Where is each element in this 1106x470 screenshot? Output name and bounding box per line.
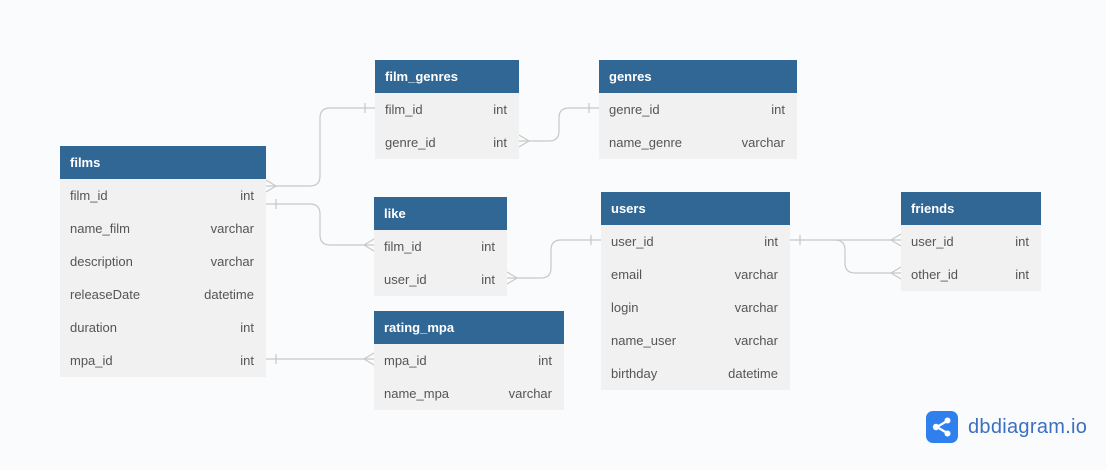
field-row[interactable]: description varchar bbox=[60, 245, 266, 278]
field-type: int bbox=[493, 102, 507, 117]
field-type: int bbox=[1015, 267, 1029, 282]
table-header[interactable]: friends bbox=[901, 192, 1041, 225]
field-row[interactable]: birthday datetime bbox=[601, 357, 790, 390]
field-name: user_id bbox=[611, 234, 654, 249]
field-row[interactable]: genre_id int bbox=[375, 126, 519, 159]
table-header[interactable]: films bbox=[60, 146, 266, 179]
field-name: description bbox=[70, 254, 133, 269]
field-name: film_id bbox=[70, 188, 108, 203]
field-type: varchar bbox=[734, 333, 778, 348]
field-type: int bbox=[764, 234, 778, 249]
field-row[interactable]: releaseDate datetime bbox=[60, 278, 266, 311]
table-header[interactable]: like bbox=[374, 197, 507, 230]
table-users[interactable]: users user_id int email varchar login varch… bbox=[601, 192, 790, 390]
field-type: varchar bbox=[210, 254, 254, 269]
field-row[interactable]: film_id int bbox=[60, 179, 266, 212]
relation-users-friends-user-id[interactable] bbox=[790, 233, 902, 247]
field-name: genre_id bbox=[385, 135, 436, 150]
relation-films-like[interactable] bbox=[266, 199, 375, 252]
relation-films-rating-mpa[interactable] bbox=[266, 352, 375, 366]
field-name: releaseDate bbox=[70, 287, 141, 302]
table-genres[interactable]: genres genre_id int name_genre varchar bbox=[599, 60, 797, 159]
field-type: datetime bbox=[204, 287, 254, 302]
field-row[interactable]: user_id int bbox=[601, 225, 790, 258]
field-type: int bbox=[771, 102, 785, 117]
field-type: int bbox=[240, 188, 254, 203]
field-row[interactable]: login varchar bbox=[601, 291, 790, 324]
table-header[interactable]: rating_mpa bbox=[374, 311, 564, 344]
field-type: int bbox=[481, 272, 495, 287]
share-nodes-icon bbox=[926, 411, 958, 443]
table-header[interactable]: genres bbox=[599, 60, 797, 93]
field-name: film_id bbox=[384, 239, 422, 254]
field-row[interactable]: name_mpa varchar bbox=[374, 377, 564, 410]
field-name: mpa_id bbox=[384, 353, 427, 368]
field-row[interactable]: name_genre varchar bbox=[599, 126, 797, 159]
field-name: mpa_id bbox=[70, 353, 113, 368]
field-type: varchar bbox=[734, 300, 778, 315]
field-row[interactable]: user_id int bbox=[901, 225, 1041, 258]
field-name: user_id bbox=[911, 234, 954, 249]
brand-logo[interactable]: dbdiagram.io bbox=[926, 411, 1087, 443]
field-type: varchar bbox=[210, 221, 254, 236]
field-type: int bbox=[538, 353, 552, 368]
field-name: user_id bbox=[384, 272, 427, 287]
field-type: int bbox=[481, 239, 495, 254]
field-row[interactable]: name_user varchar bbox=[601, 324, 790, 357]
relation-films-film-genres[interactable] bbox=[265, 103, 375, 193]
relation-like-users[interactable] bbox=[506, 235, 601, 285]
field-name: login bbox=[611, 300, 639, 315]
field-row[interactable]: other_id int bbox=[901, 258, 1041, 291]
field-name: other_id bbox=[911, 267, 958, 282]
field-row[interactable]: user_id int bbox=[374, 263, 507, 296]
field-type: int bbox=[1015, 234, 1029, 249]
field-name: name_user bbox=[611, 333, 677, 348]
field-name: name_genre bbox=[609, 135, 682, 150]
field-type: int bbox=[493, 135, 507, 150]
field-row[interactable]: duration int bbox=[60, 311, 266, 344]
field-name: genre_id bbox=[609, 102, 660, 117]
field-name: name_film bbox=[70, 221, 130, 236]
table-rating-mpa[interactable]: rating_mpa mpa_id int name_mpa varchar bbox=[374, 311, 564, 410]
relation-film-genres-genres[interactable] bbox=[518, 103, 599, 148]
field-name: name_mpa bbox=[384, 386, 450, 401]
field-type: int bbox=[240, 353, 254, 368]
table-header[interactable]: users bbox=[601, 192, 790, 225]
field-type: datetime bbox=[728, 366, 778, 381]
brand-name: dbdiagram.io bbox=[968, 415, 1088, 438]
field-type: varchar bbox=[508, 386, 552, 401]
field-row[interactable]: genre_id int bbox=[599, 93, 797, 126]
field-row[interactable]: email varchar bbox=[601, 258, 790, 291]
field-row[interactable]: mpa_id int bbox=[60, 344, 266, 377]
field-name: email bbox=[611, 267, 643, 282]
field-row[interactable]: film_id int bbox=[374, 230, 507, 263]
relation-users-friends-other-id[interactable] bbox=[834, 239, 902, 280]
field-type: varchar bbox=[741, 135, 785, 150]
field-type: varchar bbox=[734, 267, 778, 282]
table-header[interactable]: film_genres bbox=[375, 60, 519, 93]
field-type: int bbox=[240, 320, 254, 335]
field-name: film_id bbox=[385, 102, 423, 117]
field-name: birthday bbox=[611, 366, 658, 381]
field-row[interactable]: mpa_id int bbox=[374, 344, 564, 377]
field-name: duration bbox=[70, 320, 117, 335]
field-row[interactable]: name_film varchar bbox=[60, 212, 266, 245]
field-row[interactable]: film_id int bbox=[375, 93, 519, 126]
